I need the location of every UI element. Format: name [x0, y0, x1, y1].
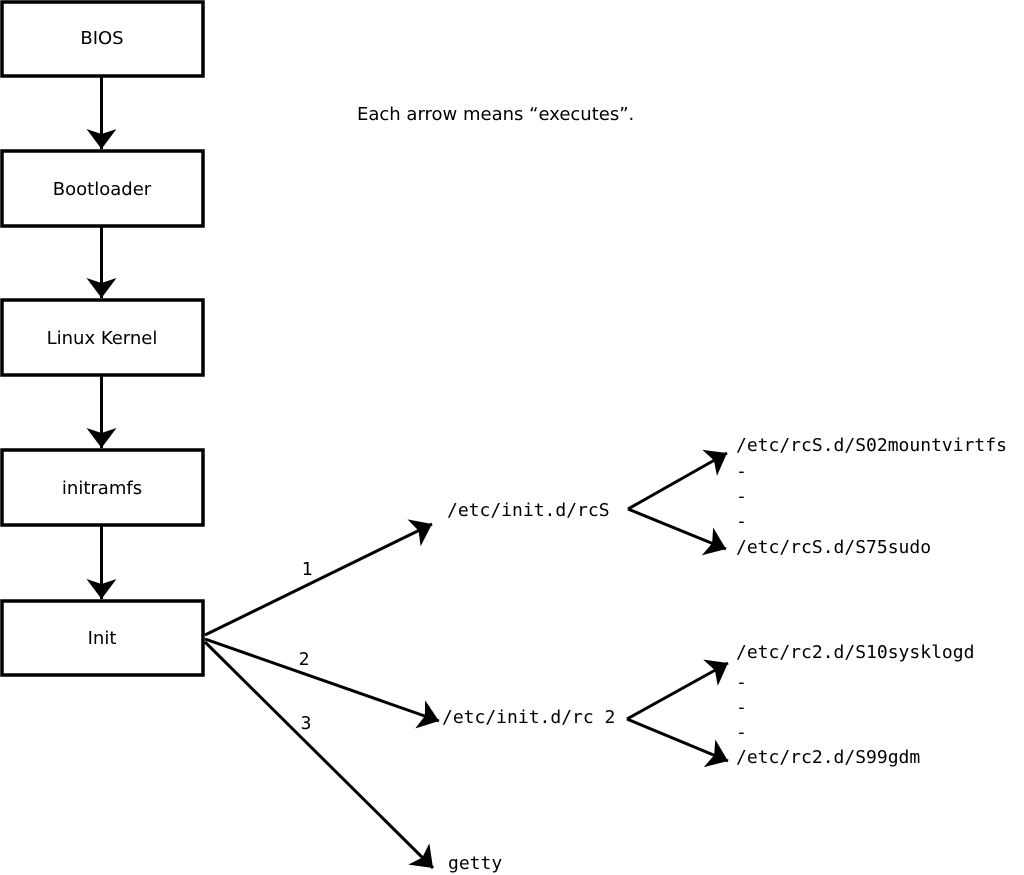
- node-init-label: Init: [88, 628, 117, 649]
- node-initramfs: initramfs: [0, 448, 205, 527]
- rc2-script-last: /etc/rc2.d/S99gdm: [736, 747, 920, 768]
- node-bootloader-label: Bootloader: [53, 179, 152, 200]
- arrow-init-to-rcs-order: 1: [302, 559, 313, 580]
- rcs-script-last: /etc/rcS.d/S75sudo: [736, 537, 931, 558]
- arrow-init-to-getty: [203, 640, 435, 870]
- rcs-script-list: /etc/rcS.d/S02mountvirtfs - - - /etc/rcS…: [736, 435, 1007, 558]
- arrow-init-to-rc2-order: 2: [299, 649, 310, 670]
- rcs-script-ellipsis: -: [736, 511, 747, 532]
- rcs-script-ellipsis: -: [736, 486, 747, 507]
- arrow-rcs-to-first-script: [627, 449, 728, 511]
- node-initramfs-box: [0, 448, 205, 527]
- target-rcs-script-label: /etc/init.d/rcS: [447, 500, 610, 521]
- node-init: Init: [0, 599, 205, 677]
- arrow-init-to-rc2: [204, 637, 440, 729]
- node-bootloader-box: [0, 149, 205, 228]
- node-linux-kernel-label: Linux Kernel: [47, 328, 158, 349]
- rc2-script-list: /etc/rc2.d/S10sysklogd - - - /etc/rc2.d/…: [736, 642, 974, 768]
- arrow-rcs-to-last-script: [627, 507, 727, 556]
- arrow-init-to-rcs: [204, 519, 433, 637]
- target-getty-label: getty: [448, 853, 502, 874]
- rcs-script-ellipsis: -: [736, 461, 747, 482]
- rc2-script-ellipsis: -: [736, 672, 747, 693]
- node-initramfs-label: initramfs: [62, 478, 142, 499]
- node-init-box: [0, 599, 205, 677]
- arrow-init-to-getty-order: 3: [301, 713, 312, 734]
- node-bios: BIOS: [0, 0, 205, 78]
- arrow-rc2-to-last-script: [626, 717, 729, 768]
- legend-text: Each arrow means “executes”.: [357, 104, 634, 125]
- target-rc2-script-label: /etc/init.d/rc 2: [442, 707, 615, 728]
- node-bootloader: Bootloader: [0, 149, 205, 228]
- rc2-script-first: /etc/rc2.d/S10sysklogd: [736, 642, 974, 663]
- rc2-script-ellipsis: -: [736, 697, 747, 718]
- node-linux-kernel: Linux Kernel: [0, 298, 205, 377]
- rcs-script-first: /etc/rcS.d/S02mountvirtfs: [736, 435, 1007, 456]
- arrow-rc2-to-first-script: [626, 659, 729, 721]
- node-bios-label: BIOS: [80, 28, 123, 49]
- node-bios-box: [0, 0, 205, 78]
- rc2-script-ellipsis: -: [736, 722, 747, 743]
